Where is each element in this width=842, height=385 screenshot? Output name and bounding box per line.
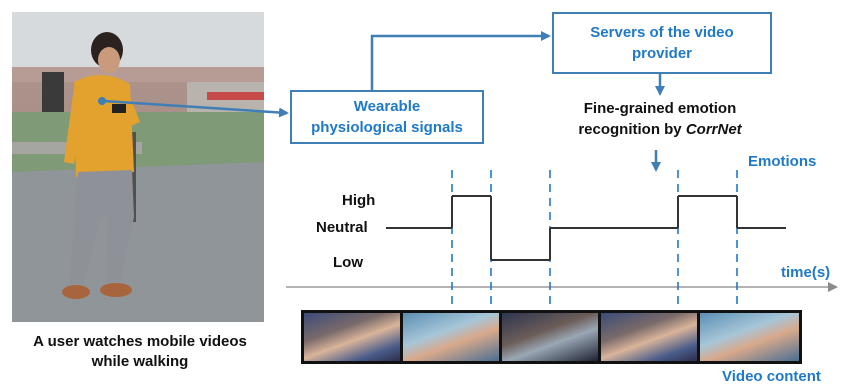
servers-line-2: provider (631, 45, 692, 62)
photo-caption: A user watches mobile videos while walki… (8, 332, 272, 372)
video-frame-4 (601, 313, 697, 361)
x-axis-label: time(s) (781, 264, 831, 281)
level-label-high: High (342, 192, 376, 209)
arrow-to-servers (370, 31, 551, 90)
caption-line-2: while walking (91, 353, 189, 370)
wearable-signals-box: Wearable physiological signals (290, 90, 484, 144)
recognition-line-2: recognition by CorrNet (545, 119, 775, 140)
wearable-dot (98, 97, 106, 105)
recognition-prefix: recognition by (578, 121, 686, 138)
servers-line-1: Servers of the video (590, 24, 734, 41)
model-name: CorrNet (685, 121, 742, 138)
wearable-line-1: Wearable (353, 98, 421, 115)
video-frame-3 (502, 313, 598, 361)
video-frame-2 (403, 313, 499, 361)
chart-title: Emotions (748, 153, 817, 170)
photo-illustration (12, 12, 264, 322)
caption-line-1: A user watches mobile videos (33, 333, 247, 350)
servers-box: Servers of the video provider (552, 12, 772, 74)
recognition-text: Fine-grained emotion recognition by Corr… (545, 98, 775, 140)
video-filmstrip (301, 310, 802, 364)
level-label-neutral: Neutral (316, 219, 368, 236)
recognition-line-1: Fine-grained emotion (583, 100, 737, 117)
user-walking-photo (12, 12, 264, 322)
video-frame-5 (700, 313, 799, 361)
wearable-line-2: physiological signals (311, 119, 463, 136)
video-frame-1 (304, 313, 400, 361)
arrow-wearable (103, 99, 289, 118)
video-content-label: Video content (722, 368, 821, 385)
level-label-low: Low (333, 254, 363, 271)
